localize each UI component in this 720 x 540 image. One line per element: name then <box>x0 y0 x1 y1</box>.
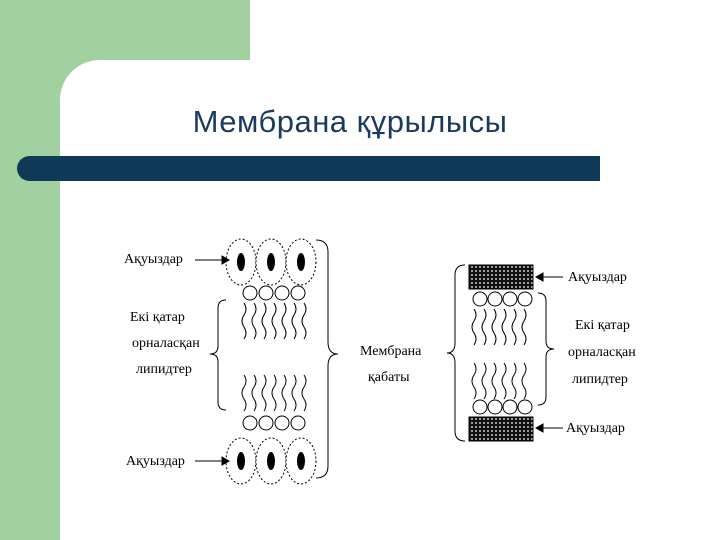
right-upper-lipid-tails <box>471 308 527 346</box>
right-proteins-top-label: Ақуыздар <box>568 270 627 285</box>
right-arrows <box>534 272 563 433</box>
membrane-layer-label-1: Мембрана <box>360 344 422 359</box>
right-membrane-model <box>446 264 563 442</box>
left-lower-lipid-tails <box>241 374 307 412</box>
left-top-proteins <box>225 238 317 286</box>
left-bottom-proteins <box>225 437 317 485</box>
title-underline-bar <box>17 156 600 181</box>
left-membrane-brace <box>315 239 339 479</box>
left-proteins-bottom-label: Ақуыздар <box>126 454 185 469</box>
left-upper-lipid-heads <box>242 285 306 301</box>
left-lower-lipid-heads <box>242 415 306 431</box>
membrane-structure-diagram: Ақуыздар Екі қатар орналасқан липидтер А… <box>124 238 636 485</box>
left-lipids-label-3: липидтер <box>136 362 192 377</box>
right-bottom-protein-layer <box>468 416 534 442</box>
membrane-layer-label-2: қабаты <box>368 370 410 385</box>
right-lower-lipid-heads <box>472 399 533 415</box>
slide-title: Мембрана құрылысы <box>192 104 508 139</box>
right-proteins-bottom-label: Ақуыздар <box>566 421 625 436</box>
right-lower-lipid-tails <box>471 362 527 400</box>
left-lipid-brace <box>209 299 227 411</box>
content-panel <box>60 60 720 540</box>
left-lipids-label-1: Екі қатар <box>130 310 185 325</box>
left-arrows <box>195 255 231 466</box>
right-lipids-label-1: Екі қатар <box>575 318 630 333</box>
left-lipids-label-2: орналасқан <box>132 336 200 351</box>
right-top-protein-layer <box>468 264 534 290</box>
left-upper-lipid-tails <box>241 302 307 340</box>
left-proteins-top-label: Ақуыздар <box>124 252 183 267</box>
left-membrane-model <box>195 238 339 485</box>
decor-green-strip <box>0 0 60 540</box>
right-lipids-label-3: липидтер <box>572 372 628 387</box>
right-membrane-brace <box>446 264 466 442</box>
right-lipids-label-2: орналасқан <box>568 345 636 360</box>
right-upper-lipid-heads <box>472 291 533 307</box>
right-lipid-brace <box>537 292 555 406</box>
